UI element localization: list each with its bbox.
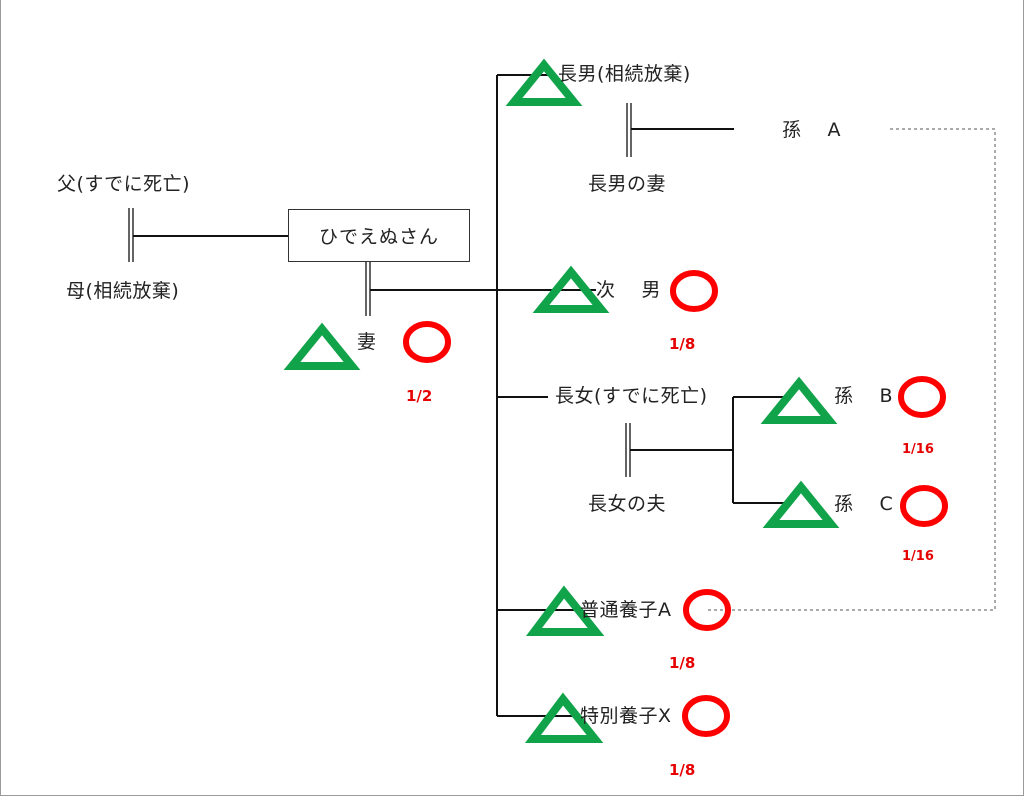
red-circle-icon: [900, 485, 948, 527]
green-triangle-icon: [505, 58, 583, 106]
green-triangle-icon: [525, 692, 604, 743]
share-grandchild-b: 1/16: [902, 442, 934, 457]
main-person-box: ひでえぬさん: [288, 209, 470, 262]
green-triangle-icon: [526, 585, 605, 636]
label-eldest-son: 長男(相続放棄): [558, 63, 691, 85]
share-second-son: 1/8: [669, 335, 696, 353]
label-adopted-x: 特別養子X: [580, 705, 672, 727]
label-wife: 妻: [357, 331, 377, 353]
share-adopted-x: 1/8: [669, 761, 696, 779]
red-circle-icon: [682, 695, 730, 737]
green-triangle-icon: [283, 322, 361, 370]
red-circle-icon: [898, 376, 946, 418]
label-father: 父(すでに死亡): [57, 173, 191, 195]
label-eldest-daughter-husband: 長女の夫: [588, 493, 667, 515]
label-grandchild-a: 孫 A: [782, 119, 842, 141]
label-eldest-daughter: 長女(すでに死亡): [555, 385, 708, 407]
main-person-name: ひでえぬさん: [318, 226, 439, 248]
label-adopted-a: 普通養子A: [580, 599, 672, 621]
label-grandchild-b: 孫 B: [834, 385, 894, 407]
share-adopted-a: 1/8: [669, 654, 696, 672]
label-grandchild-c: 孫 C: [834, 493, 894, 515]
label-eldest-son-wife: 長男の妻: [588, 173, 667, 195]
label-mother: 母(相続放棄): [66, 280, 180, 302]
label-second-son: 次 男: [596, 279, 662, 301]
share-grandchild-c: 1/16: [902, 549, 934, 564]
red-circle-icon: [683, 589, 731, 631]
green-triangle-icon: [532, 265, 610, 313]
green-triangle-icon: [760, 376, 838, 424]
red-circle-icon: [670, 270, 718, 312]
share-wife: 1/2: [406, 387, 433, 405]
green-triangle-icon: [762, 480, 840, 528]
red-circle-icon: [403, 321, 451, 363]
adoption-dashed-link: [708, 128, 996, 611]
